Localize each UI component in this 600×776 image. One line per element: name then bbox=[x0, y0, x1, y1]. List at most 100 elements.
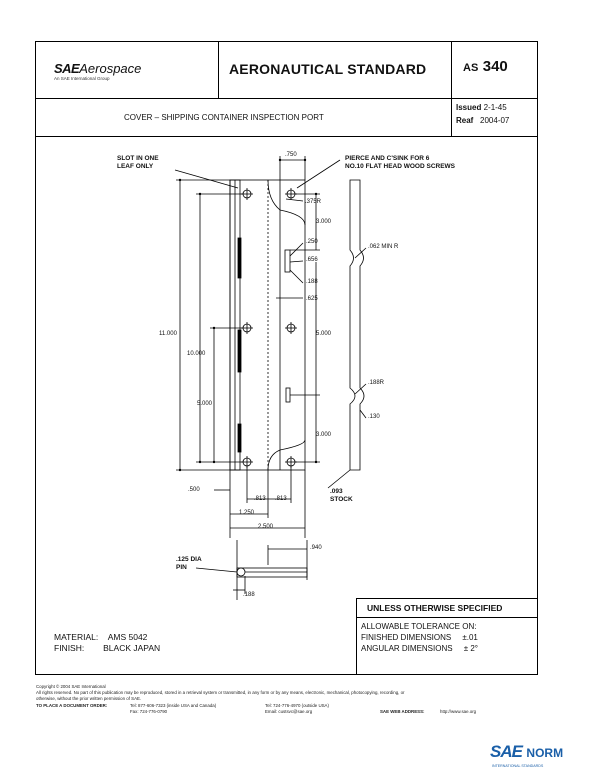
footer-email: Email: custsvc@sae.org bbox=[265, 709, 313, 714]
stock-note-line1: .093 bbox=[330, 488, 343, 495]
finish-value: BLACK JAPAN bbox=[103, 643, 161, 653]
pin-note-line1: .125 DIA bbox=[176, 556, 202, 563]
hinge-pin bbox=[236, 567, 246, 577]
header-divider bbox=[35, 98, 538, 99]
plate-curve bbox=[267, 439, 306, 471]
material-line: MATERIAL: AMS 5042 bbox=[54, 632, 147, 642]
tolerance-box-divider bbox=[356, 617, 538, 618]
hinge-end-view bbox=[236, 567, 308, 578]
slot-note-line2: LEAF ONLY bbox=[117, 163, 154, 170]
dim-5000-left: 5.000 bbox=[197, 401, 213, 407]
leader-pin-note bbox=[195, 567, 238, 573]
leader-062r bbox=[354, 247, 367, 259]
logo-subtitle: An SAE International Group bbox=[54, 76, 110, 81]
footer-web-label: SAE WEB ADDRESS: bbox=[380, 709, 425, 714]
hole-crosshairs bbox=[241, 188, 297, 468]
footer-copyright: Copyright © 2004 SAE International bbox=[36, 684, 106, 689]
issued-line: Issued 2-1-45 bbox=[456, 103, 507, 112]
pierce-note-line1: PIERCE AND C'SINK FOR 6 bbox=[345, 155, 430, 162]
slot bbox=[284, 249, 291, 273]
dim-940: .940 bbox=[310, 545, 322, 551]
tolerance-line-2: FINISHED DIMENSIONS ±.01 bbox=[361, 633, 478, 642]
logo-name: Aerospace bbox=[79, 61, 142, 76]
dim-3000-top: 3.000 bbox=[316, 219, 332, 225]
reaf-value: 2004-07 bbox=[480, 116, 510, 125]
footer-tel-2: Tel: 724-776-4970 (outside USA) bbox=[265, 703, 329, 708]
reaf-label: Reaf bbox=[456, 116, 474, 125]
sae-norm-watermark: SAE NORM bbox=[490, 742, 563, 762]
page-frame bbox=[35, 41, 538, 675]
dim-188r: .188R bbox=[368, 380, 385, 386]
dim-813-right: .813 bbox=[275, 496, 287, 502]
dim-10000: 10.000 bbox=[187, 351, 206, 357]
header-col-1 bbox=[218, 41, 219, 98]
footer-rights: All rights reserved. No part of this pub… bbox=[36, 690, 405, 695]
leader-slot-note bbox=[174, 169, 239, 189]
plate-curve bbox=[267, 179, 306, 226]
dim-375r: .375R bbox=[305, 199, 322, 205]
slot-note-line1: SLOT IN ONE bbox=[117, 155, 159, 162]
hinge-slot bbox=[237, 237, 242, 279]
dimension-arrows bbox=[178, 158, 318, 472]
hinge-slot bbox=[237, 329, 242, 373]
tolerance-finished-label: FINISHED DIMENSIONS bbox=[361, 633, 452, 642]
tolerance-line-3: ANGULAR DIMENSIONS ± 2° bbox=[361, 644, 478, 653]
tolerance-angular-label: ANGULAR DIMENSIONS bbox=[361, 644, 453, 653]
sae-aerospace-logo: SAEAerospace bbox=[54, 60, 141, 78]
pin-note-line2: PIN bbox=[176, 564, 187, 571]
leader-375r bbox=[285, 198, 304, 202]
finish-label: FINISH: bbox=[54, 643, 85, 653]
footer-order-label: TO PLACE A DOCUMENT ORDER: bbox=[36, 703, 108, 708]
tolerance-heading: UNLESS OTHERWISE SPECIFIED bbox=[367, 603, 503, 613]
logo-brand: SAE bbox=[54, 61, 80, 76]
footer-rights-2: otherwise, without the prior written per… bbox=[36, 696, 142, 701]
footer-fax: Fax: 724-776-0790 bbox=[130, 709, 168, 714]
standard-number-value: 340 bbox=[482, 58, 508, 75]
stock-note-line2: STOCK bbox=[330, 496, 353, 503]
side-profile bbox=[349, 179, 365, 471]
tolerance-box-left bbox=[356, 598, 357, 675]
dim-750: .750 bbox=[285, 152, 297, 158]
leader-188r bbox=[354, 383, 367, 395]
dim-1250: 1.250 bbox=[239, 510, 255, 516]
leader-slot-dims bbox=[289, 242, 304, 257]
tolerance-angular-value: ± 2° bbox=[463, 644, 478, 653]
footer-tel-1: Tel: 877-606-7323 (inside USA and Canada… bbox=[130, 703, 217, 708]
leader-pierce-note bbox=[296, 159, 341, 189]
tolerance-line-1: ALLOWABLE TOLERANCE ON: bbox=[361, 622, 477, 631]
dim-813-left: .813 bbox=[254, 496, 266, 502]
issued-label: Issued bbox=[456, 103, 482, 112]
hinge-slot bbox=[237, 423, 242, 453]
dim-188-pin: .188 bbox=[243, 592, 255, 598]
dim-250: .250 bbox=[306, 239, 318, 245]
material-value: AMS 5042 bbox=[107, 632, 148, 642]
standard-number: AS 340 bbox=[463, 58, 508, 76]
dim-11000: 11.000 bbox=[159, 331, 177, 337]
tolerance-finished-value: ±.01 bbox=[462, 633, 478, 642]
leader-slot-dims bbox=[289, 260, 304, 263]
standard-title: AERONAUTICAL STANDARD bbox=[229, 61, 427, 77]
pierce-note-line2: NO.10 FLAT HEAD WOOD SCREWS bbox=[345, 163, 456, 170]
leader-stock bbox=[327, 469, 351, 489]
dim-062-min-r: .062 MIN R bbox=[368, 244, 399, 250]
finish-line: FINISH: BLACK JAPAN bbox=[54, 643, 160, 653]
leader-slot-dims bbox=[289, 269, 304, 284]
dim-500: .500 bbox=[188, 487, 200, 493]
reaf-line: Reaf 2004-07 bbox=[456, 116, 509, 125]
dim-5000-right: 5.000 bbox=[316, 331, 332, 337]
dim-130: .130 bbox=[368, 414, 380, 420]
dim-2500: 2.500 bbox=[258, 524, 274, 530]
watermark-brand: SAE bbox=[490, 742, 523, 761]
issued-value: 2-1-45 bbox=[483, 103, 507, 112]
header-col-2 bbox=[451, 41, 452, 136]
footer-web-link[interactable]: http://www.sae.org bbox=[440, 709, 477, 714]
slot bbox=[285, 387, 291, 403]
dim-656: .656 bbox=[306, 257, 318, 263]
watermark-name: NORM bbox=[526, 746, 564, 760]
watermark-sub: INTERNATIONAL STANDARDS bbox=[492, 764, 544, 768]
dim-625: .625 bbox=[306, 296, 318, 302]
document-title: COVER – SHIPPING CONTAINER INSPECTION PO… bbox=[124, 113, 324, 122]
standard-prefix: AS bbox=[463, 62, 479, 74]
tolerance-box-top bbox=[356, 598, 538, 599]
